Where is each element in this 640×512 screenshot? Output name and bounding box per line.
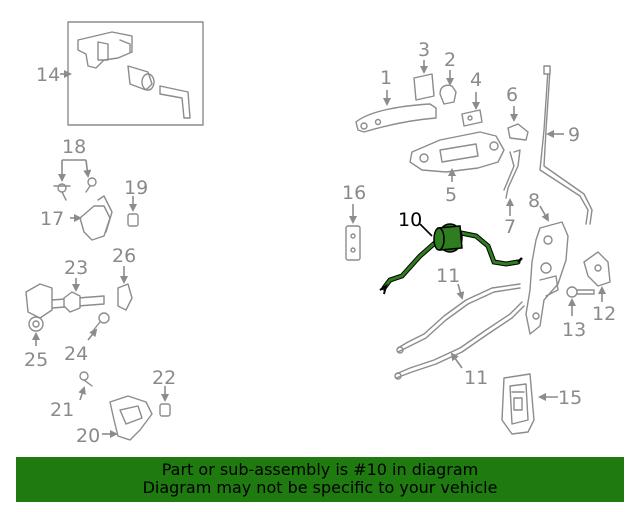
leader-18b [83, 159, 92, 178]
part-14-lock-cylinder [67, 21, 204, 126]
part-23-door-check [25, 283, 105, 319]
callout-13: 13 [562, 319, 586, 341]
part-13-screw [566, 286, 595, 298]
callout-21: 21 [50, 399, 74, 421]
callout-19: 19 [124, 177, 148, 199]
callout-18: 18 [62, 136, 86, 158]
part-9-lock-rod [539, 65, 593, 225]
leader-24 [87, 328, 98, 341]
part-18-bolts [53, 177, 97, 201]
callout-9: 9 [568, 124, 580, 146]
callout-3: 3 [418, 39, 430, 61]
banner-line-1: Part or sub-assembly is #10 in diagram [161, 460, 479, 479]
part-8-latch [525, 221, 569, 335]
part-24-bolt [91, 312, 110, 333]
callout-22: 22 [152, 367, 176, 389]
part-5-handle-frame [409, 131, 505, 173]
callout-10: 10 [398, 209, 422, 231]
info-banner: Part or sub-assembly is #10 in diagram D… [16, 457, 624, 502]
callout-7: 7 [504, 216, 516, 238]
callout-14: 14 [36, 64, 60, 86]
leader-8 [539, 205, 549, 222]
leader-10 [419, 223, 433, 237]
callout-17: 17 [40, 208, 64, 230]
part-11-cables [394, 283, 525, 380]
callout-4: 4 [470, 69, 482, 91]
callout-16: 16 [342, 182, 366, 204]
part-19-pin [127, 213, 139, 227]
part-7-rod [503, 149, 521, 199]
part-3-handle-cap [413, 73, 435, 101]
part-20-lower-hinge [109, 395, 153, 441]
callout-24: 24 [64, 343, 88, 365]
callout-15: 15 [558, 387, 582, 409]
leader-11a [456, 283, 465, 300]
part-21-bolt [79, 371, 93, 387]
part-6-clip [507, 123, 529, 141]
callout-2: 2 [444, 49, 456, 71]
callout-11b: 11 [464, 367, 488, 389]
leader-11b [450, 352, 463, 369]
callout-23: 23 [64, 257, 88, 279]
callout-6: 6 [506, 84, 518, 106]
part-22-pin [159, 403, 171, 417]
callout-11a: 11 [436, 265, 460, 287]
part-10-cable-assembly [379, 223, 523, 295]
banner-line-2: Diagram may not be specific to your vehi… [142, 478, 498, 497]
callout-1: 1 [380, 67, 392, 89]
leader-21 [78, 386, 86, 401]
callout-25: 25 [24, 349, 48, 371]
part-12-bracket [583, 251, 611, 287]
part-1-outside-handle [355, 103, 437, 133]
part-25-nut [28, 316, 44, 332]
callout-8: 8 [528, 190, 540, 212]
callout-5: 5 [445, 184, 457, 206]
part-4-gasket [461, 109, 483, 127]
part-26-retainer [117, 283, 133, 311]
part-16-pad [345, 225, 361, 261]
part-15-key-fob [501, 373, 535, 435]
callout-12: 12 [592, 303, 616, 325]
callout-20: 20 [76, 425, 100, 447]
part-17-hinge [79, 195, 113, 241]
callout-26: 26 [112, 245, 136, 267]
part-2-cap [439, 84, 457, 105]
